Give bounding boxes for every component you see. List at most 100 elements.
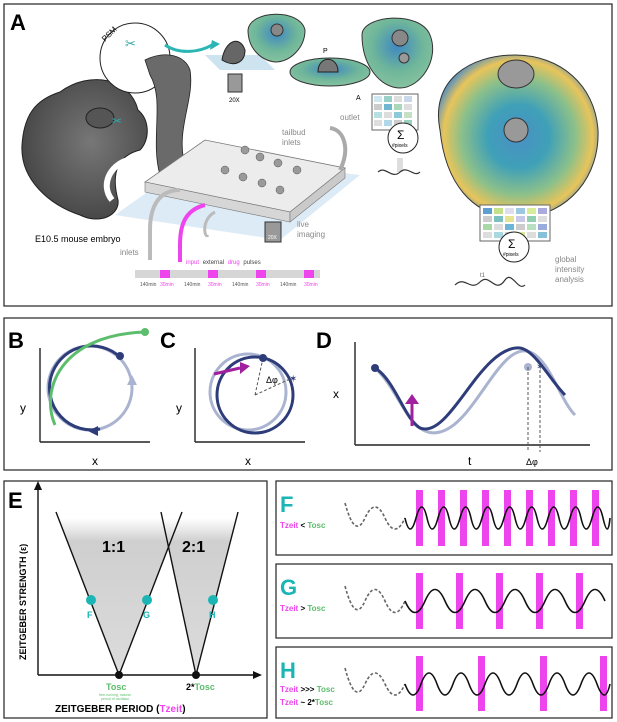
f-entrained-wave [404,506,611,530]
transfer-arrow [164,43,213,53]
d-delta-label: Δφ [526,457,538,467]
global-line-2: intensity [555,265,584,274]
h-zeit2: Tzeit [280,698,299,707]
c-limit-cycle-light [208,352,288,432]
explant-large-center [503,117,529,143]
tailbud-wells [220,145,302,195]
explant-large-tailbud [497,59,535,89]
point-f-label: F [87,610,93,620]
explant-colored-2 [361,17,434,89]
e-y-arrowhead [34,481,42,490]
b-green-endpoint [141,328,149,336]
transfer-arrowhead [210,40,220,50]
outlet-label: outlet [340,113,360,122]
pixel-grid-small [371,93,419,131]
inlet-tube-drug [178,203,206,262]
b-ylabel: y [20,401,26,415]
point-g-marker [142,595,152,605]
explant-peak [317,58,339,73]
pixel-grid-large [479,204,551,242]
psm-tissue [144,54,192,176]
tongue-1-right-edge [118,511,183,676]
c-perturbation-arrow [213,366,241,376]
pulse-title-w3: drug [228,260,240,266]
point-h-label: H [209,610,216,620]
tosc2-marker [192,671,200,679]
objective-mag: 20X [229,98,240,104]
panel-h-letter: H [280,658,296,683]
timeline-label-2: 140min [184,282,201,288]
f-pulse-bars [416,490,599,546]
posterior-label: P [323,48,328,55]
f-zeit: Tzeit [280,521,299,530]
pulse-timeline-labels: 140min 30min 140min 30min 140min 30min 1… [140,282,318,288]
g-free-running-wave [344,585,406,614]
timeline-label-0: 140min [140,282,157,288]
h-zeit: Tzeit [280,685,299,694]
panel-g-relation: Tzeit > Tosc [280,604,326,613]
c-star-marker: ✶ [289,374,297,385]
pulse-block-3 [256,270,266,278]
point-f-marker [86,595,96,605]
b-direction-arrow-light [127,375,137,385]
c-navy-point [259,354,267,362]
b-direction-arrow [88,426,98,436]
scissors-icon-2: ✂ [125,36,136,51]
sum-circle-large [498,231,530,263]
region-1-1-label: 1:1 [102,539,125,556]
tosc2-label: 2*Tosc [186,682,215,692]
c-phase-line-2 [254,377,293,396]
panel-g: G Tzeit > Tosc [275,563,613,639]
arnold-tongue-1-fill [58,518,180,675]
sum-symbol-large: Σ [508,237,515,251]
objective-mag-2: 20X [268,235,278,241]
objective-icon [227,73,243,93]
explant-center-3 [398,52,410,64]
tongue-2-right-edge [195,511,239,676]
timeline-label-3: 30min [208,282,222,288]
g-entrained-wave [404,588,606,614]
t1-label-large: t1 [480,273,486,279]
panel-e: E ZEITGEBER STRENGTH (ε) ZEITGEBER PERIO… [3,480,268,719]
time-bar-small [397,158,403,172]
intensity-trace-large [454,276,526,287]
d-ylabel: x [333,387,339,401]
sum-sub-large: #pixels [503,252,519,258]
g-pulse-bars [416,573,583,629]
panel-a: A E10.5 mouse embryo ✂ PSM ✂ 20X P A [3,3,613,307]
h-pulse-bars [416,656,607,711]
tosc-label: Tosc [106,682,126,692]
panel-h-relation-1: Tzeit >>> Tosc [280,685,335,694]
panel-f: F Tzeit < Tosc [275,480,613,556]
tailbud-inlets-line-2: inlets [282,138,301,147]
explant-center-2 [391,29,409,47]
f-osc: Tosc [307,521,326,530]
e-xlabel-var: Tzeit [159,704,182,715]
e-ylabel: ZEITGEBER STRENGTH (ε) [18,544,28,660]
timeline-label-5: 30min [256,282,270,288]
pulse-title-w1: input [186,260,199,266]
scissors-icon: ✂ [112,114,122,128]
f-free-running-wave [344,502,406,530]
pulse-block-2 [208,270,218,278]
panel-b-letter: B [8,328,24,353]
panel-c-letter: C [160,328,176,353]
b-xlabel: x [92,454,98,468]
c-xlabel: x [245,454,251,468]
c-limit-cycle-dark [215,355,295,435]
pulse-block-1 [160,270,170,278]
arnold-tongue-2-fill [163,518,237,675]
h-rel: >>> [298,685,316,694]
timeline-label-1: 30min [160,282,174,288]
h-osc2: Tosc [315,698,334,707]
c-delta-label: Δφ [266,375,278,385]
explant-small [221,40,246,65]
e-x-arrowhead [253,671,262,679]
point-g-label: G [143,610,150,620]
microfluidic-chip-end [289,167,346,223]
panel-g-letter: G [280,575,297,600]
point-h-marker [208,595,218,605]
embryo-limb [103,157,130,202]
panel-a-letter: A [10,10,26,35]
objective-icon-2 [264,221,282,243]
